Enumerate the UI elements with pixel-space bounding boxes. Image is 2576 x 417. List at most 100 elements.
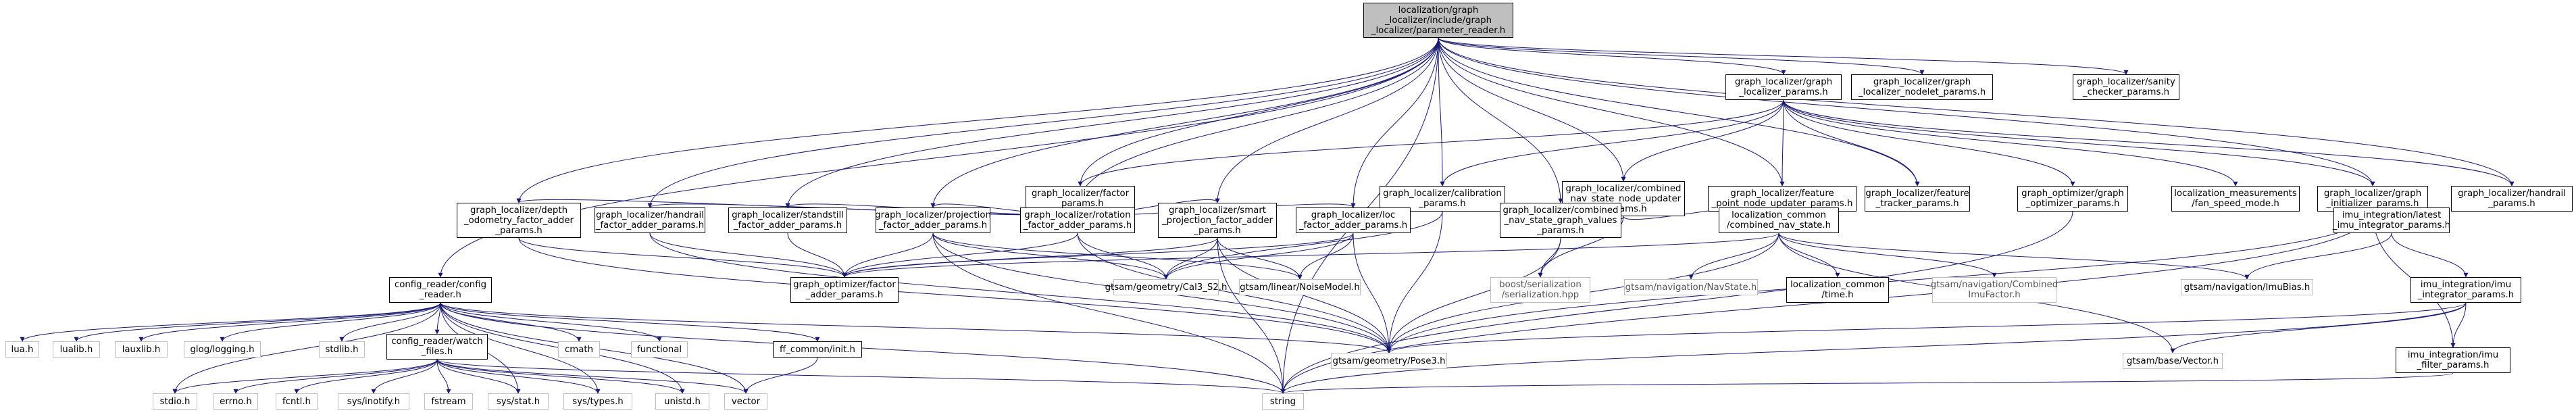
node-time[interactable]: localization_common/time.h: [1786, 277, 1889, 303]
edge-config_reader-to-lauxlib: [138, 302, 441, 342]
node-vector[interactable]: vector: [724, 393, 767, 410]
node-latest-imu[interactable]: imu_integration/latest_imu_integrator_pa…: [2333, 207, 2450, 233]
node-label-line: unistd.h: [664, 396, 701, 407]
node-label-line: _filter_params.h: [2417, 360, 2490, 370]
node-label-line: _params.h: [1419, 199, 1466, 209]
node-label-line: localization/graph: [1398, 5, 1479, 16]
node-loc-common[interactable]: localization_common/combined_nav_state.h: [1719, 207, 1839, 233]
node-label-line: _imu_integrator_params.h: [2332, 220, 2451, 230]
node-root[interactable]: localization/graph_localizer/include/gra…: [1363, 3, 1513, 38]
node-initializer[interactable]: graph_localizer/graph_initializer_params…: [2317, 186, 2428, 212]
node-feat-tracker[interactable]: graph_localizer/feature_tracker_params.h: [1865, 186, 1970, 212]
edge-root-to-projection: [930, 37, 1439, 208]
node-gl-params[interactable]: graph_localizer/graph_localizer_params.h: [1725, 74, 1842, 100]
edge-config_reader-to-glog: [220, 302, 441, 342]
node-rotation[interactable]: graph_localizer/rotation_factor_adder_pa…: [1020, 207, 1135, 233]
node-pose3[interactable]: gtsam/geometry/Pose3.h: [1331, 353, 1447, 369]
node-stdio[interactable]: stdio.h: [153, 393, 197, 410]
node-label-line: gtsam/linear/NoiseModel.h: [1240, 282, 1360, 293]
node-systypes[interactable]: sys/types.h: [563, 393, 632, 410]
node-label-line: _reader.h: [420, 290, 461, 300]
node-config-reader[interactable]: config_reader/config_reader.h: [389, 277, 492, 303]
node-sysstat[interactable]: sys/stat.h: [488, 393, 549, 410]
edge-loc_common-to-navstate: [1688, 232, 1779, 280]
node-feat-point[interactable]: graph_localizer/feature_point_node_updat…: [1708, 186, 1857, 212]
node-label: lualib.h: [60, 345, 93, 355]
node-inotify[interactable]: sys/inotify.h: [338, 393, 409, 410]
node-errno[interactable]: errno.h: [213, 393, 258, 410]
node-label: vector: [732, 397, 760, 407]
node-label: graph_localizer/smart_projection_factor_…: [1162, 205, 1273, 236]
node-opt-params[interactable]: graph_optimizer/graph_optimizer_params.h: [2017, 186, 2128, 212]
node-label-line: gtsam/base/Vector.h: [2126, 355, 2219, 366]
node-label-line: gtsam/geometry/Pose3.h: [1332, 355, 1446, 366]
edge-gl_params-to-initializer: [1783, 99, 2375, 187]
edge-combined_vals-to-pose3: [1386, 237, 1561, 353]
node-label-line: lualib.h: [59, 344, 93, 355]
edge-root-to-nodelet: [1438, 37, 1925, 75]
node-factor[interactable]: graph_localizer/factor_params.h: [1026, 186, 1135, 212]
node-label-line: ImuFactor.h: [1968, 290, 2021, 300]
node-lauxlib[interactable]: lauxlib.h: [115, 341, 168, 358]
node-lualib[interactable]: lualib.h: [53, 341, 100, 358]
node-label: localization_common/time.h: [1790, 280, 1885, 300]
edge-loc_common-to-combined_imu: [1778, 232, 1997, 278]
node-label: glog/logging.h: [190, 345, 254, 355]
node-imubias[interactable]: gtsam/navigation/ImuBias.h: [2181, 279, 2313, 295]
node-label-line: sys/stat.h: [496, 396, 540, 407]
node-standstill[interactable]: graph_localizer/standstill_factor_adder_…: [728, 207, 847, 233]
node-label-line: _nav_state_node_updater: [1565, 193, 1682, 204]
node-label: localization_measurements/fan_speed_mode…: [2174, 189, 2297, 209]
node-label: unistd.h: [664, 397, 701, 407]
edge-rotation-to-opt_factor: [842, 232, 1078, 278]
node-watch[interactable]: config_reader/watch_files.h: [386, 334, 488, 360]
node-imu-filter[interactable]: imu_integration/imu_filter_params.h: [2396, 347, 2510, 373]
node-sanity[interactable]: graph_localizer/sanity_checker_params.h: [2073, 74, 2179, 100]
node-label-line: sys/types.h: [572, 396, 624, 407]
edge-handrail_adder-to-pose3: [649, 232, 1392, 353]
node-depth[interactable]: graph_localizer/depth_odometry_factor_ad…: [457, 203, 581, 238]
edge-root-to-combined_vals: [1438, 37, 1563, 203]
node-opt-factor[interactable]: graph_optimizer/factor_adder_params.h: [790, 277, 899, 303]
node-handrail-adder[interactable]: graph_localizer/handrail_factor_adder_pa…: [595, 207, 705, 233]
node-handrail[interactable]: graph_localizer/handrail_params.h: [2451, 186, 2573, 212]
node-label: sys/types.h: [572, 397, 624, 407]
node-fstream[interactable]: fstream: [424, 393, 473, 410]
node-label-line: functional: [636, 344, 682, 355]
node-calib[interactable]: graph_localizer/calibration_params.h: [1380, 186, 1505, 212]
node-cmath[interactable]: cmath: [558, 341, 600, 358]
edge-config_reader-to-ff_init: [440, 302, 820, 342]
node-label-line: _factor_adder_params.h: [595, 220, 705, 230]
edge-gl_params-to-factor: [1078, 99, 1784, 187]
node-label: graph_localizer/standstill_factor_adder_…: [732, 210, 844, 230]
node-noise[interactable]: gtsam/linear/NoiseModel.h: [1239, 279, 1361, 295]
edge-calib-to-pose3: [1386, 211, 1443, 353]
node-unistd[interactable]: unistd.h: [655, 393, 709, 410]
node-stdlib[interactable]: stdlib.h: [319, 341, 365, 358]
node-lua[interactable]: lua.h: [5, 341, 39, 358]
node-fan-speed[interactable]: localization_measurements/fan_speed_mode…: [2171, 186, 2300, 212]
node-string[interactable]: string: [1262, 393, 1304, 410]
node-ff-init[interactable]: ff_common/init.h: [773, 341, 862, 358]
node-combined-vals[interactable]: graph_localizer/combined_nav_state_graph…: [1500, 203, 1621, 238]
node-smart[interactable]: graph_localizer/smart_projection_factor_…: [1158, 203, 1277, 238]
node-projection[interactable]: graph_localizer/projection_factor_adder_…: [875, 207, 991, 233]
edge-config_reader-to-systypes: [440, 302, 601, 394]
node-label-line: _localizer_nodelet_params.h: [1858, 87, 1986, 97]
node-loc-adder[interactable]: graph_localizer/loc_factor_adder_params.…: [1296, 207, 1411, 233]
node-navstate[interactable]: gtsam/navigation/NavState.h: [1624, 279, 1758, 295]
node-vector-h[interactable]: gtsam/base/Vector.h: [2123, 353, 2223, 369]
node-fcntl[interactable]: fcntl.h: [276, 393, 318, 410]
node-label: sys/inotify.h: [347, 397, 400, 407]
node-glog[interactable]: glog/logging.h: [184, 341, 261, 358]
node-imu-int[interactable]: imu_integration/imu_integrator_params.h: [2410, 277, 2521, 303]
edge-imu_int-to-vector_h: [2170, 302, 2467, 353]
node-cal3[interactable]: gtsam/geometry/Cal3_S2.h: [1105, 279, 1227, 295]
node-functional[interactable]: functional: [631, 341, 688, 358]
node-nodelet[interactable]: graph_localizer/graph_localizer_nodelet_…: [1851, 74, 1993, 100]
node-label-line: _localizer/include/graph: [1384, 15, 1492, 26]
node-boost-ser[interactable]: boost/serialization/serialization.hpp: [1490, 277, 1590, 303]
node-label-line: /time.h: [1821, 290, 1854, 300]
edge-root-to-feat_point: [1438, 37, 1785, 187]
